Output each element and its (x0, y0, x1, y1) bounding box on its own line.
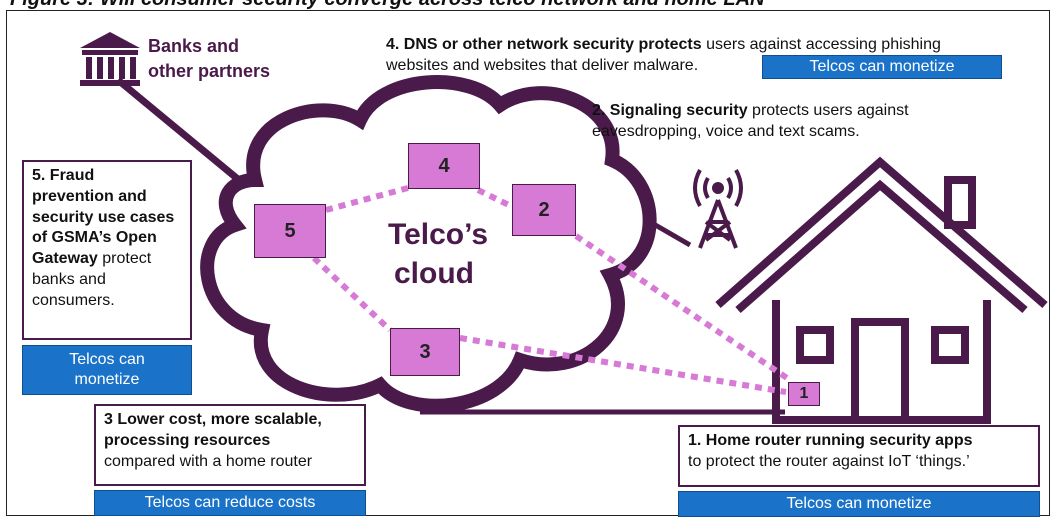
fraud-line5-rest: protect (97, 250, 152, 268)
dns-bold: 4. DNS or other network security protect… (386, 36, 702, 53)
banks-label-line2: other partners (148, 61, 271, 82)
cloud-label-line2: cloud (394, 257, 474, 290)
dns-description: 4. DNS or other network security protect… (386, 34, 1046, 76)
node-4: 4 (408, 143, 480, 189)
cloud-label: Telco’s cloud (388, 215, 488, 293)
fraud-line2: prevention and (32, 187, 147, 205)
signaling-rest: protects users against (747, 102, 909, 119)
fraud-line7: consumers. (32, 291, 115, 309)
dns-badge: Telcos can monetize (762, 55, 1002, 79)
signaling-bold: 2. Signaling security (592, 102, 748, 119)
lowcost-badge: Telcos can reduce costs (94, 490, 366, 516)
fraud-line5-bold: Gateway (32, 250, 98, 268)
fraud-line4: of GSMA’s Open (32, 229, 157, 247)
bank-icon (80, 32, 140, 86)
signaling-description: 2. Signaling security protects users aga… (592, 100, 1032, 142)
fraud-box: 5. Fraud prevention and security use cas… (22, 160, 192, 340)
fraud-badge-line2: monetize (74, 371, 140, 388)
dns-line2: websites and websites that deliver malwa… (386, 57, 699, 75)
router-bold: 1. Home router running security apps (688, 432, 973, 449)
lowcost-line1: 3 Lower cost, more scalable, (104, 411, 322, 428)
router-box: 1. Home router running security apps to … (678, 425, 1040, 487)
lowcost-box: 3 Lower cost, more scalable, processing … (94, 404, 366, 486)
node-2: 2 (512, 184, 576, 236)
house-icon (715, 156, 1048, 424)
router-badge: Telcos can monetize (678, 491, 1040, 517)
figure-title: Figure 3: Will consumer security converg… (10, 0, 1050, 10)
router-rest: to protect the router against IoT ‘thing… (688, 452, 970, 470)
fraud-badge: Telcos can monetize (22, 345, 192, 395)
node-3: 3 (390, 328, 460, 376)
dotted-links (311, 185, 792, 395)
fraud-line3: security use cases (32, 208, 175, 226)
cloud-label-line1: Telco’s (388, 218, 489, 251)
dns-rest: users against accessing phishing (701, 36, 941, 53)
lowcost-line2: processing resources (104, 431, 271, 449)
banks-label: Banks and other partners (148, 34, 270, 84)
bank-connector-line (115, 77, 248, 188)
cell-tower-icon (693, 169, 743, 249)
banks-label-line1: Banks and (148, 36, 240, 56)
figure-frame (6, 10, 1050, 516)
lowcost-line3: compared with a home router (104, 452, 313, 470)
fraud-line1: 5. Fraud (32, 167, 95, 184)
signaling-line2: eavesdropping, voice and text scams. (592, 123, 860, 141)
fraud-line6: banks and (32, 270, 106, 288)
cloud-shape (200, 75, 657, 413)
fraud-badge-line1: Telcos can (69, 351, 145, 368)
node-5: 5 (254, 204, 326, 258)
node-1: 1 (788, 382, 820, 406)
